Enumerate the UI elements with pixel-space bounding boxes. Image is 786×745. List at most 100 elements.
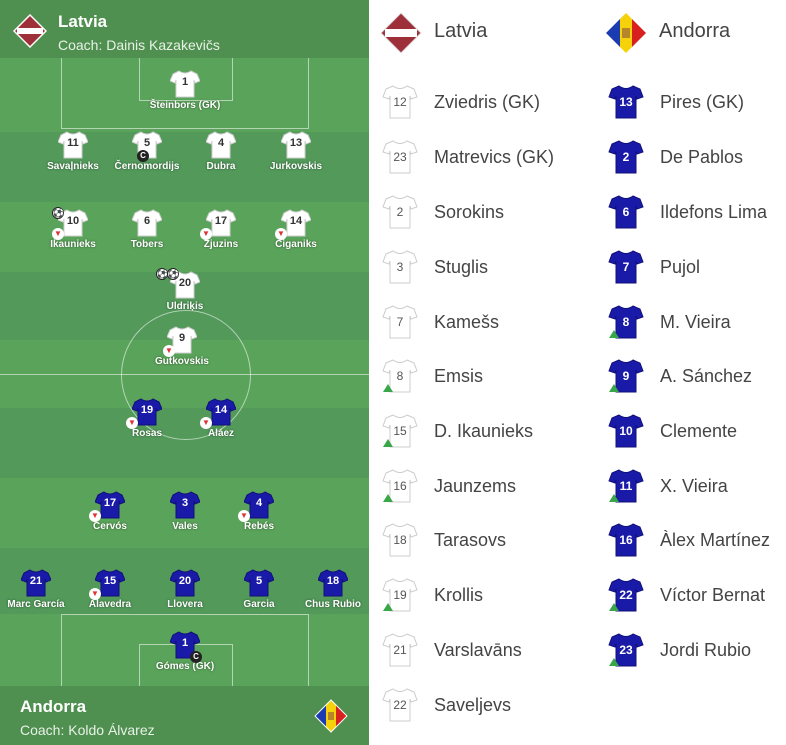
pitch-player[interactable]: 9 ▼ Gutkovskis — [137, 326, 227, 367]
pitch-player[interactable]: 4 Dubra — [176, 131, 266, 172]
shirt-icon: 6 — [132, 209, 162, 237]
player-name: Saveljevs — [434, 695, 512, 715]
away-bench-team-name: Andorra — [659, 20, 731, 42]
away-bench-header: Andorra — [605, 12, 785, 53]
player-number: 7 — [396, 315, 404, 329]
shirt-icon — [382, 305, 418, 339]
player-name: Alavedra — [88, 599, 132, 610]
player-number: 4 — [217, 137, 225, 149]
andorra-flag-icon — [314, 699, 348, 733]
top-penalty-box — [61, 58, 309, 129]
player-name: X. Vieira — [660, 476, 728, 496]
lineup-pitch: Latvia Coach: Dainis Kazakevičs Andorra … — [0, 0, 369, 745]
player-name: Clemente — [660, 421, 738, 441]
player-number: 22 — [619, 588, 633, 602]
player-name: Víctor Bernat — [660, 585, 766, 605]
top-goal-box — [139, 58, 233, 101]
player-name: Gutkovskis — [155, 356, 209, 367]
player-number: 7 — [622, 260, 630, 274]
player-number: 10 — [619, 424, 633, 438]
shirt-icon: 3 — [170, 491, 200, 519]
player-name: Dubra — [206, 161, 236, 172]
sub-on-arrow-icon — [383, 384, 393, 392]
player-number: 19 — [393, 588, 407, 602]
pitch-player[interactable]: 20 Llovera — [140, 569, 230, 610]
andorra-flag-icon — [606, 13, 646, 53]
player-name: Varslavāns — [434, 640, 522, 660]
player-name: Rebés — [243, 521, 274, 532]
player-number: 18 — [326, 575, 340, 587]
sub-on-arrow-icon — [609, 603, 619, 611]
player-name: Jaunzems — [434, 476, 517, 496]
shirt-icon: 15 ▼ — [89, 569, 125, 600]
player-name: Zjuzins — [203, 239, 239, 250]
shirt-icon: 20 — [170, 569, 200, 597]
pitch-player[interactable]: 17 ▼ Cervós — [65, 491, 155, 532]
pitch-player[interactable]: 1 Šteinbors (GK) — [140, 70, 230, 111]
pitch-player[interactable]: 4 ▼ Rebés — [214, 491, 304, 532]
pitch-player[interactable]: 20 ⚽ ⚽ Uldriķis — [140, 268, 230, 312]
player-number: 14 — [289, 215, 303, 227]
pitch-player[interactable]: 14 ▼ Ciganiks — [251, 209, 341, 250]
pitch-player[interactable]: 5 C Černomordijs — [102, 131, 192, 172]
player-number: 5 — [255, 575, 263, 587]
pitch-player[interactable]: 14 ▼ Aláez — [176, 398, 266, 439]
shirt-icon — [382, 633, 418, 667]
sub-off-arrow-icon: ▼ — [200, 228, 212, 240]
player-number: 13 — [619, 95, 633, 109]
player-number: 3 — [181, 497, 189, 509]
sub-off-arrow-icon: ▼ — [89, 510, 101, 522]
player-number: 9 — [622, 369, 630, 383]
shirt-icon: 14 ▼ — [200, 398, 236, 429]
shirt-icon: 5 — [244, 569, 274, 597]
shirt-icon — [608, 140, 644, 174]
pitch-player[interactable]: 15 ▼ Alavedra — [65, 569, 155, 610]
shirt-icon: 9 ▼ — [163, 326, 197, 357]
sub-off-arrow-icon: ▼ — [238, 510, 250, 522]
player-number: 16 — [619, 533, 633, 547]
player-name: Llovera — [167, 599, 203, 610]
player-name: Sorokins — [434, 202, 505, 222]
player-name: Pujol — [660, 257, 701, 277]
player-name: Uldriķis — [166, 301, 204, 312]
pitch-player[interactable]: 10 ⚽ ▼ Ikaunieks — [28, 207, 118, 250]
pitch-player[interactable]: 13 Jurkovskis — [251, 131, 341, 172]
sub-on-arrow-icon — [383, 439, 393, 447]
pitch-player[interactable]: 6 Tobers — [102, 209, 192, 250]
shirt-icon: 13 — [281, 131, 311, 159]
pitch-player[interactable]: 5 Garcia — [214, 569, 304, 610]
player-number: 4 — [255, 497, 263, 509]
pitch-player[interactable]: 21 Marc García — [0, 569, 81, 610]
shirt-icon: 1 — [170, 70, 200, 98]
shirt-icon — [382, 85, 418, 119]
shirt-icon: 10 ⚽ ▼ — [52, 207, 88, 240]
pitch-player[interactable]: 17 ▼ Zjuzins — [176, 209, 266, 250]
player-name: Vales — [172, 521, 198, 532]
pitch-player[interactable]: 19 ▼ Rosas — [102, 398, 192, 439]
player-name: Savaļnieks — [47, 161, 99, 172]
sub-on-arrow-icon — [609, 494, 619, 502]
pitch-player[interactable]: 3 Vales — [140, 491, 230, 532]
player-number: 2 — [396, 205, 404, 219]
player-name: Gómes (GK) — [155, 661, 215, 672]
player-number: 2 — [622, 150, 630, 164]
away-team-name: Andorra — [20, 697, 87, 716]
player-number: 14 — [214, 404, 228, 416]
shirt-icon — [608, 414, 644, 448]
pitch-player[interactable]: 18 Chus Rubio — [288, 569, 369, 610]
pitch-player[interactable]: 11 Savaļnieks — [28, 131, 118, 172]
player-number: 1 — [181, 637, 189, 649]
player-number: 21 — [29, 575, 43, 587]
player-name: Aláez — [207, 428, 235, 439]
player-name: Kamešs — [434, 312, 500, 332]
player-name: Jordi Rubio — [660, 640, 752, 660]
shirt-icon — [382, 140, 418, 174]
player-name: Jurkovskis — [269, 161, 323, 172]
player-number: 20 — [178, 575, 192, 587]
player-name: Emsis — [434, 366, 483, 386]
player-number: 9 — [178, 332, 186, 344]
shirt-icon: 19 ▼ — [126, 398, 162, 429]
sub-off-arrow-icon: ▼ — [275, 228, 287, 240]
pitch-player[interactable]: 1 C Gómes (GK) — [140, 631, 230, 672]
player-name: Tobers — [130, 239, 164, 250]
